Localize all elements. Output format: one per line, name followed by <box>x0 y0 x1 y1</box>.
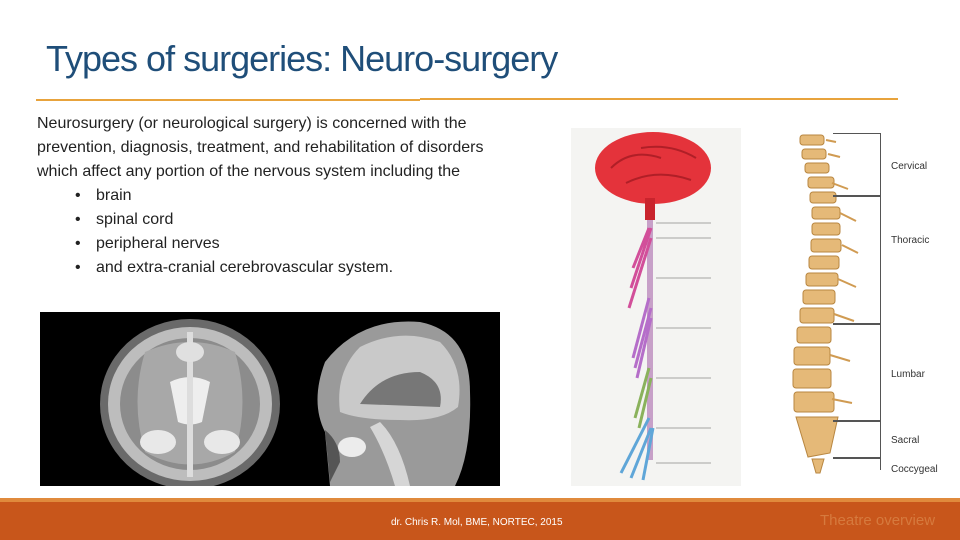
bullet-brain: brain <box>37 184 517 208</box>
label-lumbar: Lumbar <box>891 369 925 380</box>
body-text: Neurosurgery (or neurological surgery) i… <box>37 112 517 280</box>
coccygeal-bracket <box>833 457 881 470</box>
footer-bar <box>0 498 960 540</box>
title-underline-right <box>420 98 898 100</box>
nervous-system-illustration <box>595 132 711 481</box>
sagittal-mri-image <box>317 321 471 486</box>
label-cervical: Cervical <box>891 161 928 172</box>
title-underline-left <box>36 99 420 101</box>
label-sacral: Sacral <box>891 435 920 446</box>
cervical-bracket <box>833 133 881 197</box>
mri-images <box>40 312 500 489</box>
label-coccygeal: Coccygeal <box>891 464 938 475</box>
bullet-peripheral-nerves: peripheral nerves <box>37 232 517 256</box>
slide-title: Types of surgeries: Neuro-surgery <box>46 38 558 79</box>
spine-illustration <box>792 134 859 474</box>
label-thoracic: Thoracic <box>891 235 930 246</box>
intro-paragraph: Neurosurgery (or neurological surgery) i… <box>37 115 484 180</box>
bullet-list: brain spinal cord peripheral nerves and … <box>37 184 517 280</box>
footer-credit: dr. Chris R. Mol, BME, NORTEC, 2015 <box>391 517 563 528</box>
bullet-cerebrovascular: and extra-cranial cerebrovascular system… <box>37 256 517 280</box>
nervous-system-diagram <box>571 128 741 486</box>
thoracic-bracket <box>833 195 881 325</box>
mri-illustration <box>100 319 471 489</box>
axial-mri-image <box>100 319 280 489</box>
sacral-bracket <box>833 420 881 459</box>
section-title[interactable]: Theatre overview <box>820 512 936 529</box>
lumbar-bracket <box>833 323 881 422</box>
bullet-spinal-cord: spinal cord <box>37 208 517 232</box>
footer-accent-line <box>0 498 960 502</box>
